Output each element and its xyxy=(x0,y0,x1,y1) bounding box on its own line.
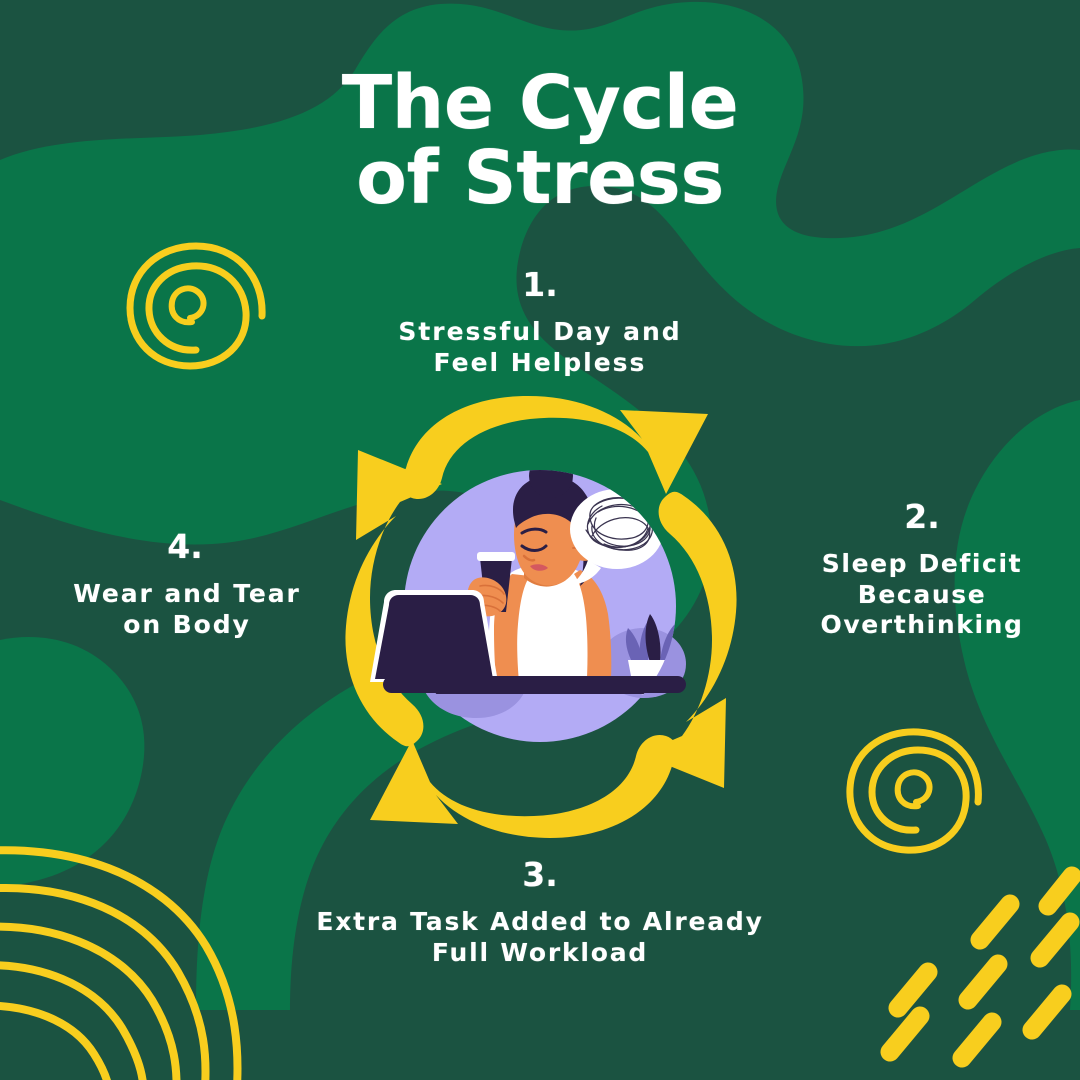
woman-hand-fingers xyxy=(572,528,601,554)
concentric-arc-3 xyxy=(0,961,147,1080)
woman-nose xyxy=(522,554,536,562)
spiral-doodle-bottom-right-inner xyxy=(894,769,933,810)
step-3-number: 3. xyxy=(522,855,558,894)
spiral-doodle-top-left xyxy=(126,242,266,370)
step-1-number: 1. xyxy=(522,265,558,304)
laptop xyxy=(404,590,492,684)
woman-eyebrow xyxy=(520,527,548,535)
desk-surface xyxy=(404,678,676,694)
woman-eye-closed xyxy=(520,544,548,552)
desk-plant xyxy=(625,614,676,695)
step-4-label: 4. Wear and Tear on Body xyxy=(22,530,352,640)
cup-hand-fingers xyxy=(477,584,505,612)
step-4-number: 4. xyxy=(167,527,203,566)
woman-hair-bun xyxy=(529,470,573,498)
stressed-woman-illustration xyxy=(370,470,686,695)
step-1-label: 1. Stressful Day and Feel Helpless xyxy=(290,268,790,378)
dash-marks-bottom-right xyxy=(880,866,1080,1068)
step-2-text: Sleep Deficit Because Overthinking xyxy=(820,549,1024,639)
woman-lips xyxy=(530,564,548,571)
arrow-top-right xyxy=(401,396,708,500)
woman-arm-right xyxy=(574,570,612,694)
page-title: The Cycle of Stress xyxy=(341,60,739,222)
step-4-text: Wear and Tear on Body xyxy=(73,579,301,639)
woman-hair xyxy=(512,475,596,586)
green-blob-edge-left xyxy=(0,637,145,886)
step-2-label: 2. Sleep Deficit Because Overthinking xyxy=(764,500,1080,641)
concentric-arc-1 xyxy=(0,884,210,1080)
cycle-arrows xyxy=(345,396,737,838)
woman-arm-left xyxy=(494,574,530,694)
woman-shirt xyxy=(487,564,610,694)
concentric-arc-0 xyxy=(0,846,242,1080)
concentric-arc-4 xyxy=(0,1002,111,1080)
thought-bubble xyxy=(570,489,664,585)
step-1-text: Stressful Day and Feel Helpless xyxy=(398,317,682,377)
step-3-text: Extra Task Added to Already Full Workloa… xyxy=(316,907,764,967)
green-blob-right xyxy=(954,400,1080,1010)
concentric-arc-2 xyxy=(0,922,181,1080)
woman-neck xyxy=(524,550,566,587)
woman-face xyxy=(514,492,585,586)
woman-hand-on-head xyxy=(563,520,609,561)
arrow-bottom-left xyxy=(370,734,677,838)
step-3-label: 3. Extra Task Added to Already Full Work… xyxy=(240,858,840,968)
woman-hand-holding-cup xyxy=(467,577,507,617)
spiral-doodle-top-left-inner xyxy=(168,285,207,326)
illustration-backdrop xyxy=(404,470,686,742)
step-2-number: 2. xyxy=(904,497,940,536)
desk-bar xyxy=(383,676,686,693)
laptop-outer xyxy=(370,590,498,682)
scribble-icon xyxy=(585,497,653,551)
arrow-right-down xyxy=(640,491,737,788)
arrow-left-up xyxy=(345,450,442,747)
spiral-doodle-bottom-right xyxy=(846,728,982,854)
coffee-cup xyxy=(477,552,515,612)
